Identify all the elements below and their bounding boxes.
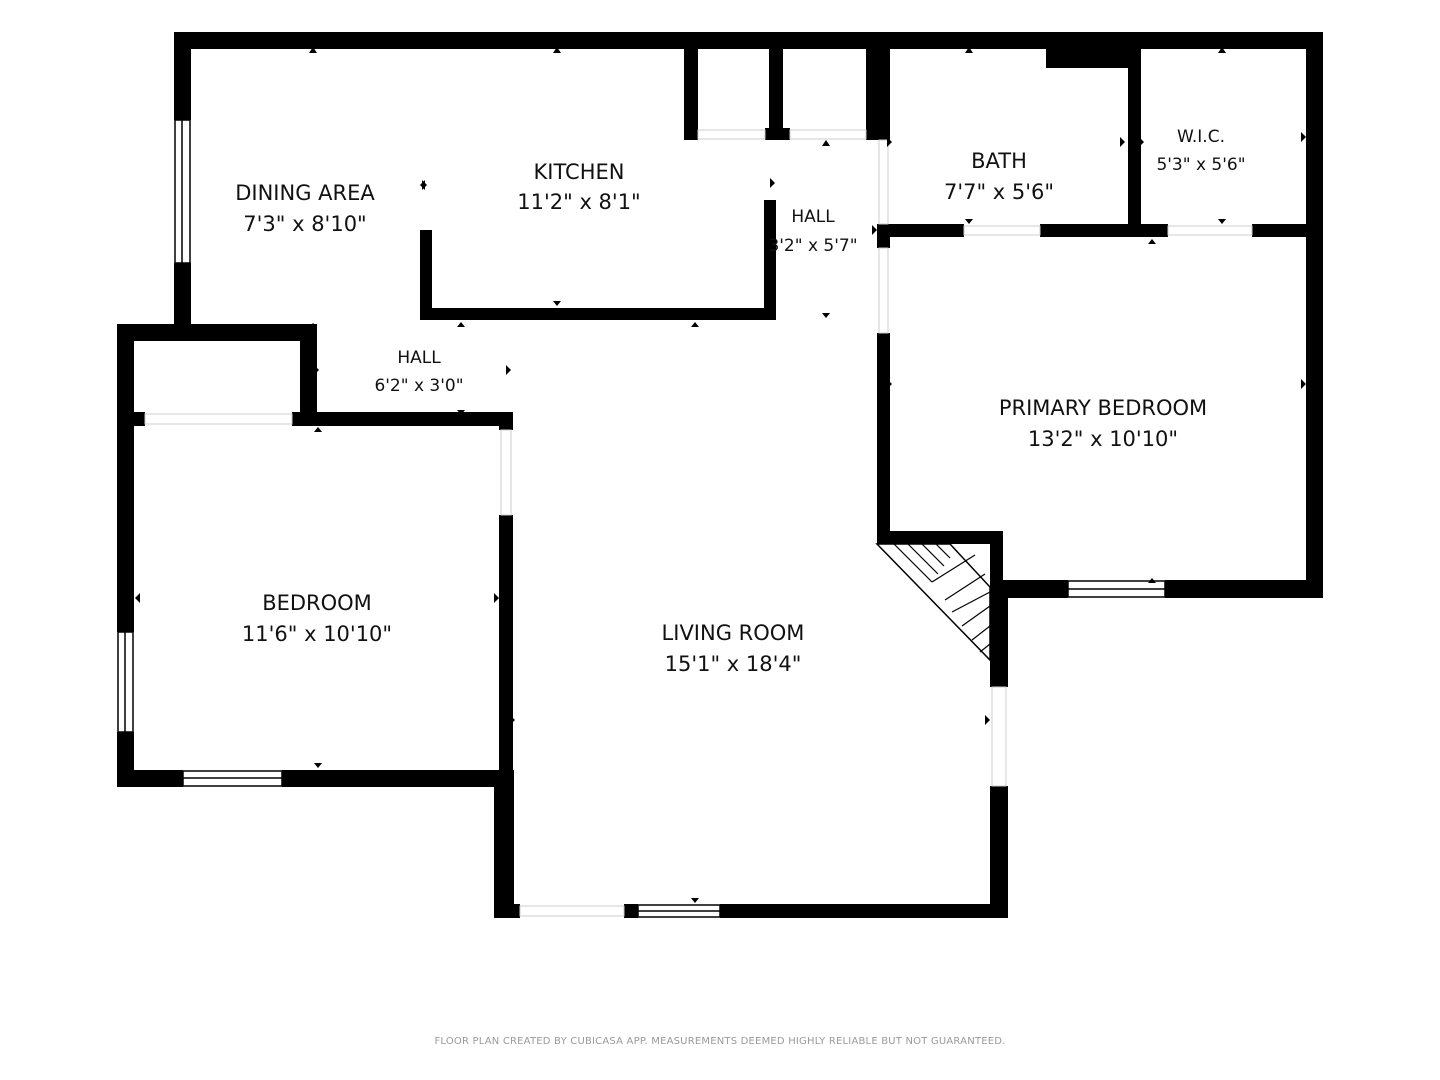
footer-disclaimer: FLOOR PLAN CREATED BY CUBICASA APP. MEAS… (434, 1036, 1006, 1047)
stairs (875, 543, 991, 662)
room-primary-bedroom-name: PRIMARY BEDROOM (999, 396, 1207, 420)
walls (117, 32, 1323, 918)
room-bedroom-name: BEDROOM (262, 591, 372, 615)
room-dining-area-dims: 7'3" x 8'10" (243, 212, 366, 236)
room-kitchen-dims: 11'2" x 8'1" (517, 190, 640, 214)
room-wic-dims: 5'3" x 5'6" (1156, 155, 1245, 175)
openings (144, 129, 1253, 917)
room-hall-upper-name: HALL (791, 207, 835, 227)
room-primary-bedroom-dims: 13'2" x 10'10" (1028, 427, 1178, 451)
room-bedroom-dims: 11'6" x 10'10" (242, 622, 392, 646)
room-labels: DINING AREA 7'3" x 8'10" KITCHEN 11'2" x… (235, 127, 1245, 676)
room-living-room-dims: 15'1" x 18'4" (665, 652, 802, 676)
room-dining-area-name: DINING AREA (235, 181, 375, 205)
windows (117, 119, 1166, 918)
room-kitchen-name: KITCHEN (534, 160, 625, 184)
room-bath-name: BATH (971, 149, 1027, 173)
room-hall-upper-dims: 3'2" x 5'7" (768, 236, 857, 256)
room-wic-name: W.I.C. (1177, 127, 1225, 147)
dimension-markers (135, 47, 1306, 903)
room-bath-dims: 7'7" x 5'6" (944, 180, 1054, 204)
room-hall-lower-dims: 6'2" x 3'0" (374, 376, 463, 396)
room-living-room-name: LIVING ROOM (662, 621, 805, 645)
room-hall-lower-name: HALL (397, 348, 441, 368)
